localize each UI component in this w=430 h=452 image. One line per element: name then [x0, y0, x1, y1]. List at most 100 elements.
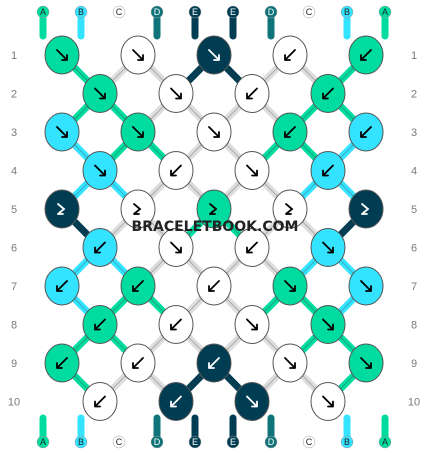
top-strand-label: D [150, 5, 164, 19]
knot-circle [348, 189, 384, 229]
row-label-right: 4 [411, 166, 417, 178]
knot-arrow-icon [170, 318, 182, 331]
knot-arrow-icon [94, 164, 106, 177]
row-label-left: 3 [11, 127, 17, 139]
knot-arrow-icon [285, 203, 294, 215]
svg-text:D: D [154, 7, 161, 17]
svg-text:E: E [230, 7, 236, 17]
svg-text:A: A [40, 7, 46, 17]
row-label-right: 1 [411, 50, 417, 62]
row-label-left: 10 [8, 397, 20, 409]
row-label-right: 3 [411, 127, 417, 139]
knot-arrow-icon [132, 280, 144, 292]
knot-arrow-icon [94, 241, 106, 254]
knot-circle [272, 189, 308, 229]
knot [158, 305, 194, 344]
knot-arrow-icon [132, 357, 144, 369]
knot-arrow-icon [284, 126, 296, 138]
top-strand-label: C [302, 5, 316, 19]
row-label-left: 4 [11, 166, 17, 178]
knot [158, 151, 194, 190]
knot [196, 189, 232, 229]
svg-text:C: C [116, 437, 123, 447]
svg-text:C: C [306, 437, 313, 447]
knot [348, 266, 384, 306]
knot-arrow-icon [246, 318, 258, 331]
row-label-left: 9 [11, 358, 17, 370]
knot [44, 189, 80, 229]
knot-arrow-icon [208, 357, 220, 369]
bottom-strand-label: E [226, 435, 240, 449]
knot [44, 112, 80, 152]
knot [348, 189, 384, 229]
top-strand-label: A [36, 5, 50, 19]
knot [120, 266, 156, 306]
knot-arrow-icon [56, 49, 68, 61]
top-strand-label: B [74, 5, 88, 19]
svg-text:A: A [382, 437, 388, 447]
knot-arrow-icon [170, 87, 182, 100]
knot-arrow-icon [284, 280, 296, 292]
knot-arrow-icon [360, 126, 372, 138]
knot [196, 343, 232, 383]
knot-arrow-icon [284, 357, 296, 369]
knot [196, 266, 232, 306]
knot-arrow-icon [94, 87, 106, 100]
top-strand-label: E [226, 5, 240, 19]
knot [272, 112, 308, 152]
row-label-right: 6 [411, 243, 417, 255]
top-strand-label: B [340, 5, 354, 19]
svg-text:C: C [306, 7, 313, 17]
knot [234, 74, 270, 113]
knot [348, 343, 384, 383]
row-label-right: 10 [408, 397, 420, 409]
knot [348, 112, 384, 152]
svg-text:C: C [116, 7, 123, 17]
knot-arrow-icon [133, 203, 142, 215]
knot [120, 343, 156, 383]
knot [272, 343, 308, 383]
bottom-strand-label: D [264, 435, 278, 449]
knot [120, 189, 156, 229]
knot [234, 151, 270, 190]
knot-grid [44, 35, 384, 421]
knot-arrow-icon [208, 280, 220, 292]
svg-text:D: D [268, 7, 275, 17]
knot-arrow-icon [94, 395, 106, 408]
knot-arrow-icon [170, 395, 182, 408]
knot-arrow-icon [322, 395, 334, 408]
knot [120, 35, 156, 75]
row-label-left: 6 [11, 243, 17, 255]
bottom-strand-label: B [340, 435, 354, 449]
knot-arrow-icon [360, 49, 372, 61]
knot [82, 228, 118, 267]
knot [272, 35, 308, 75]
top-strand-label: C [112, 5, 126, 19]
knot-arrow-icon [209, 203, 218, 215]
knot [158, 74, 194, 113]
row-label-right: 9 [411, 358, 417, 370]
top-strand-label: D [264, 5, 278, 19]
bottom-strand-label: A [36, 435, 50, 449]
knot-arrow-icon [132, 126, 144, 138]
svg-text:E: E [192, 7, 198, 17]
knot-arrow-icon [360, 357, 372, 369]
svg-text:D: D [268, 437, 275, 447]
knot [272, 266, 308, 306]
knot-arrow-icon [56, 357, 68, 369]
bottom-strand-label: E [188, 435, 202, 449]
knot-arrow-icon [361, 203, 370, 215]
top-strand-label: E [188, 5, 202, 19]
knot-arrow-icon [56, 280, 68, 292]
bottom-strand-label: C [112, 435, 126, 449]
knot [310, 305, 346, 344]
row-label-left: 8 [11, 320, 17, 332]
knot-arrow-icon [246, 395, 258, 408]
knot [158, 382, 194, 421]
row-label-left: 5 [11, 204, 17, 216]
knot-circle [44, 189, 80, 229]
knot [158, 228, 194, 267]
